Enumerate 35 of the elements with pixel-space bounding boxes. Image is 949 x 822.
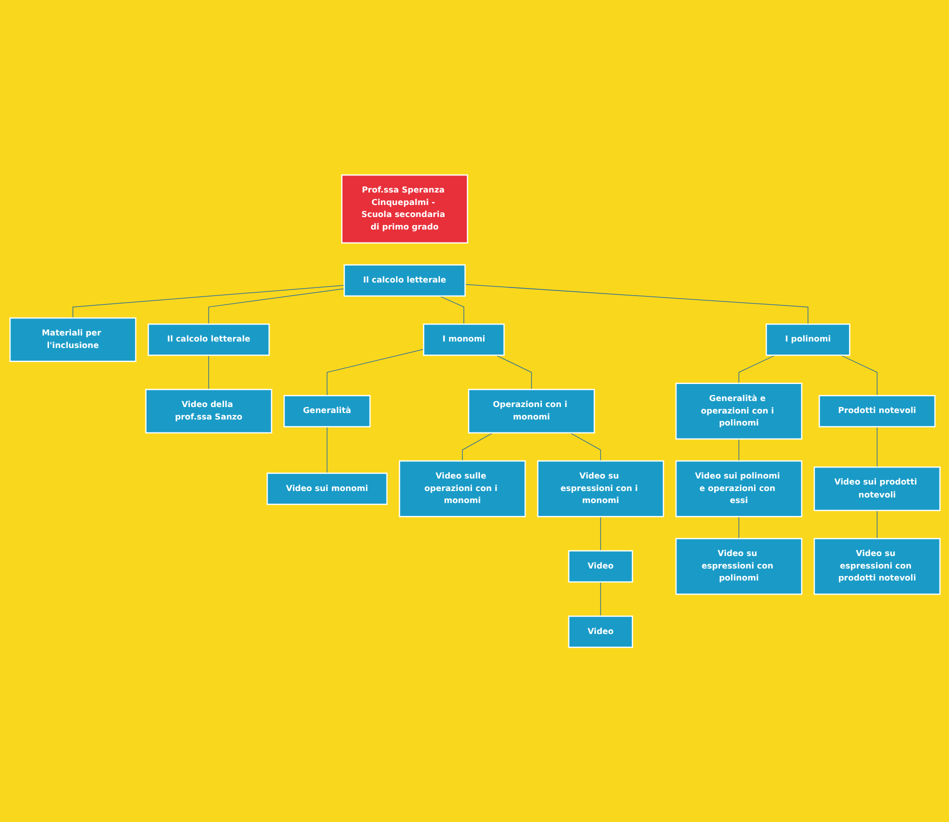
connector (738, 354, 775, 384)
node-box: Video (568, 615, 633, 648)
node-box: I polinomi (765, 323, 850, 356)
node-box: Video sui monomi (266, 472, 388, 505)
node-box: Generalità e operazioni con i polinomi (674, 382, 802, 440)
connector (876, 426, 877, 468)
connector (738, 516, 739, 539)
node-box: Video sui polinomi e operazioni con essi (674, 460, 802, 518)
connector (840, 354, 877, 396)
node-box: Video su espressioni con prodotti notevoli (813, 538, 940, 595)
connector (326, 426, 327, 474)
connector (876, 510, 877, 539)
connector (72, 284, 344, 318)
node-box: Il calcolo letterale (343, 264, 466, 296)
connector (464, 284, 808, 324)
connector (569, 432, 600, 462)
node-box: Video su espressioni con polinomi (674, 538, 802, 595)
node-box: Video su espressioni con i monomi (536, 460, 664, 518)
node-box: I monomi (422, 323, 504, 356)
node-box: Prof.ssa Speranza Cinquepalmi - Scuola secondaria di primo grado (340, 174, 468, 244)
node-box: Prodotti notevoli (818, 394, 936, 428)
connector (738, 438, 739, 462)
connector (495, 354, 532, 390)
node-box: Materiali per l'inclusione (8, 317, 136, 362)
connector (326, 348, 424, 396)
node-box: Video della prof.ssa Sanzo (144, 388, 272, 434)
node-box: Video sui prodotti notevoli (813, 466, 940, 511)
connector (208, 288, 344, 324)
node-box: Il calcolo letterale (147, 323, 270, 356)
connector (462, 432, 493, 462)
node-box: Generalità (283, 394, 370, 428)
connector (208, 354, 209, 390)
node-box: Video (568, 550, 633, 582)
node-box: Video sulle operazioni con i monomi (398, 460, 526, 518)
node-box: Operazioni con i monomi (468, 388, 594, 434)
